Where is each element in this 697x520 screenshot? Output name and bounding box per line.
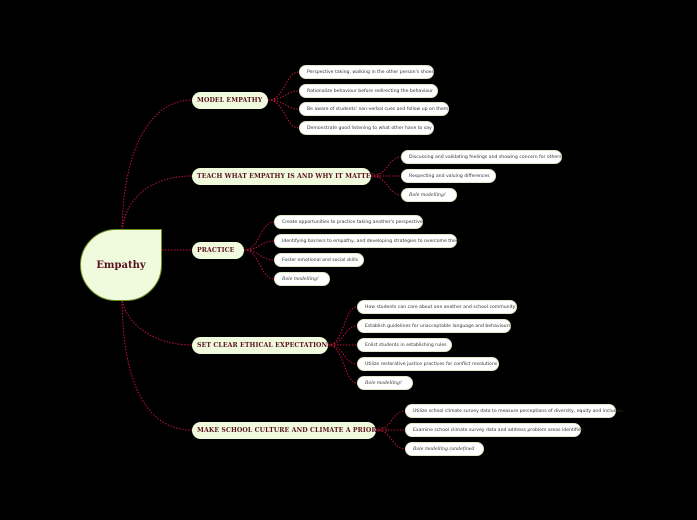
- leaf-label: Utilize restorative justice practices fo…: [365, 361, 498, 367]
- branch-teach-empathy[interactable]: TEACH WHAT EMPATHY IS AND WHY IT MATTERS: [192, 168, 380, 185]
- root-node-empathy[interactable]: Empathy: [80, 229, 162, 301]
- leaf-label: Demonstrate good listening to what other…: [307, 125, 432, 131]
- branch-label: MODEL EMPATHY: [197, 97, 263, 104]
- leaf-label: Utilize school climate survey data to me…: [413, 408, 624, 414]
- connector-b4-leaves: [327, 306, 358, 384]
- leaf-label: Rationalize behaviour before redirecting…: [307, 88, 433, 94]
- connector-root-branch-4: [121, 294, 193, 346]
- leaf-node[interactable]: How students can care about one another …: [357, 300, 517, 314]
- leaf-label: Examine school climate survey data and a…: [413, 427, 584, 433]
- leaf-node[interactable]: Perspective taking, walking in the other…: [299, 65, 434, 79]
- leaf-label: Identifying barriers to empathy, and dev…: [282, 238, 461, 244]
- leaf-label: Role modelling!: [409, 192, 446, 198]
- leaf-node[interactable]: Role modelling!: [401, 188, 457, 202]
- branch-label: SET CLEAR ETHICAL EXPECTATIONS: [197, 342, 332, 349]
- leaf-label: Perspective taking, walking in the other…: [307, 69, 434, 75]
- branch-model-empathy[interactable]: MODEL EMPATHY: [192, 92, 268, 109]
- leaf-label: Foster emotional and social skills: [282, 257, 359, 263]
- branch-label: TEACH WHAT EMPATHY IS AND WHY IT MATTERS: [197, 173, 381, 180]
- connector-root-branch-2: [121, 175, 193, 237]
- leaf-node[interactable]: Establish guidelines for unacceptable la…: [357, 319, 511, 333]
- leaf-node[interactable]: Role modelling!: [357, 376, 413, 390]
- connector-root-branch-1: [121, 99, 193, 237]
- leaf-label: Establish guidelines for unacceptable la…: [365, 323, 511, 329]
- leaf-label: Discussing and validating feelings and s…: [409, 154, 562, 160]
- leaf-node[interactable]: Utilize restorative justice practices fo…: [357, 357, 499, 371]
- connector-root-branch-5: [121, 294, 193, 431]
- leaf-node[interactable]: Rationalize behaviour before redirecting…: [299, 84, 438, 98]
- branch-practice[interactable]: PRACTICE: [192, 242, 244, 259]
- leaf-label: How students can care about one another …: [365, 304, 516, 310]
- leaf-node[interactable]: Create opportunities to practice taking …: [274, 215, 423, 229]
- leaf-node[interactable]: Enlist students in establishing rules: [357, 338, 452, 352]
- connector-b5-leaves: [375, 410, 406, 450]
- leaf-label: Role modelling!: [365, 380, 402, 386]
- connector-b3-leaves: [243, 221, 275, 280]
- leaf-node[interactable]: Be aware of students' non-verbal cues an…: [299, 102, 449, 116]
- leaf-label: Role modelling!: [282, 276, 319, 282]
- leaf-label: Respecting and valuing differences: [409, 173, 490, 179]
- leaf-node[interactable]: Foster emotional and social skills: [274, 253, 364, 267]
- leaf-node[interactable]: Examine school climate survey data and a…: [405, 423, 584, 437]
- root-label: Empathy: [96, 259, 146, 271]
- leaf-label: Role modelling (undefined: [413, 446, 475, 452]
- branch-label: PRACTICE: [197, 247, 235, 254]
- leaf-label: Create opportunities to practice taking …: [282, 219, 423, 225]
- leaf-node[interactable]: Role modelling (undefined: [405, 442, 484, 456]
- leaf-node[interactable]: Role modelling!: [274, 272, 330, 286]
- leaf-node[interactable]: Utilize school climate survey data to me…: [405, 404, 623, 418]
- leaf-node[interactable]: Discussing and validating feelings and s…: [401, 150, 562, 164]
- connector-b1-leaves: [267, 71, 300, 129]
- branch-label: MAKE SCHOOL CULTURE AND CLIMATE A PRIORI…: [197, 427, 389, 434]
- leaf-label: Be aware of students' non-verbal cues an…: [307, 106, 449, 112]
- branch-ethical-expectations[interactable]: SET CLEAR ETHICAL EXPECTATIONS: [192, 337, 332, 354]
- leaf-node[interactable]: Demonstrate good listening to what other…: [299, 121, 434, 135]
- branch-school-culture[interactable]: MAKE SCHOOL CULTURE AND CLIMATE A PRIORI…: [192, 422, 389, 439]
- leaf-node[interactable]: Identifying barriers to empathy, and dev…: [274, 234, 461, 248]
- leaf-node[interactable]: Respecting and valuing differences: [401, 169, 496, 183]
- leaf-label: Enlist students in establishing rules: [365, 342, 447, 348]
- connector-b2-leaves: [370, 156, 402, 196]
